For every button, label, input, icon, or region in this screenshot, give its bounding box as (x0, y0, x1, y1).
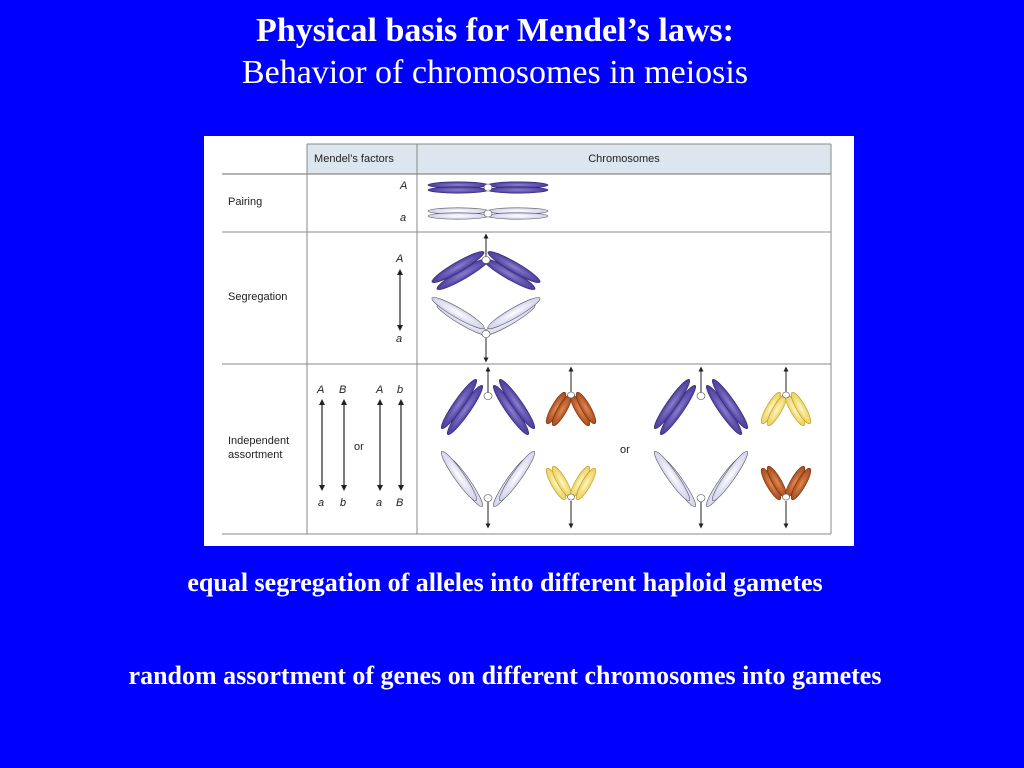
header-band (307, 144, 831, 174)
title-line: Physical basis for Mendel’s laws: (256, 12, 734, 49)
assort-allele-B2: B (396, 497, 403, 509)
assort-option1-small-top (545, 366, 597, 427)
assort-allele-b2: b (397, 384, 403, 396)
assort-chromosomes-or: or (620, 444, 630, 456)
assort-allele-A1: A (316, 384, 324, 396)
assort-factors-or: or (354, 441, 364, 453)
assort-allele-B1: B (339, 384, 346, 396)
caption-assortment: random assortment of genes on different … (128, 661, 882, 690)
assort-option2-big-bottom (654, 450, 748, 529)
caption-segregation: equal segregation of alleles into differ… (187, 568, 823, 597)
meiosis-figure: Mendel’s factors Chromosomes Pairing Seg… (204, 136, 854, 546)
assort-option2-small-bottom (760, 465, 812, 529)
assort-allele-a1: a (318, 497, 324, 509)
assort-option2-big-top (654, 366, 748, 436)
pairing-allele-a: a (400, 212, 406, 224)
row-label-pairing: Pairing (228, 196, 262, 208)
assort-allele-A2: A (375, 384, 383, 396)
assort-allele-a2: a (376, 497, 382, 509)
pairing-allele-A: A (399, 180, 407, 192)
pairing-chromosome-dark (427, 181, 549, 194)
assort-option1-big-top (441, 366, 535, 436)
table-frame (222, 143, 832, 535)
assort-option1-big-bottom (441, 450, 535, 529)
assortment-factors: A B A b or a b a B (316, 384, 404, 509)
assort-allele-b1: b (340, 497, 346, 509)
row-label-segregation: Segregation (228, 291, 287, 303)
header-chromosomes: Chromosomes (588, 153, 660, 165)
segregation-allele-A: A (395, 253, 403, 265)
assort-option1-small-bottom (545, 465, 597, 529)
pairing-chromosome-light (427, 207, 549, 220)
subtitle-line: Behavior of chromosomes in meiosis (241, 54, 749, 91)
segregation-chromosome-light (431, 297, 541, 363)
header-factors: Mendel’s factors (314, 153, 394, 165)
segregation-chromosome-dark (431, 233, 541, 290)
assort-option2-small-top (760, 366, 812, 427)
row-label-independent: Independent (228, 435, 289, 447)
row-label-assortment: assortment (228, 449, 282, 461)
meiosis-diagram: Mendel’s factors Chromosomes Pairing Seg… (222, 143, 832, 535)
segregation-allele-a: a (396, 333, 402, 345)
slide-title: Physical basis for Mendel’s laws: Behavi… (0, 10, 990, 94)
